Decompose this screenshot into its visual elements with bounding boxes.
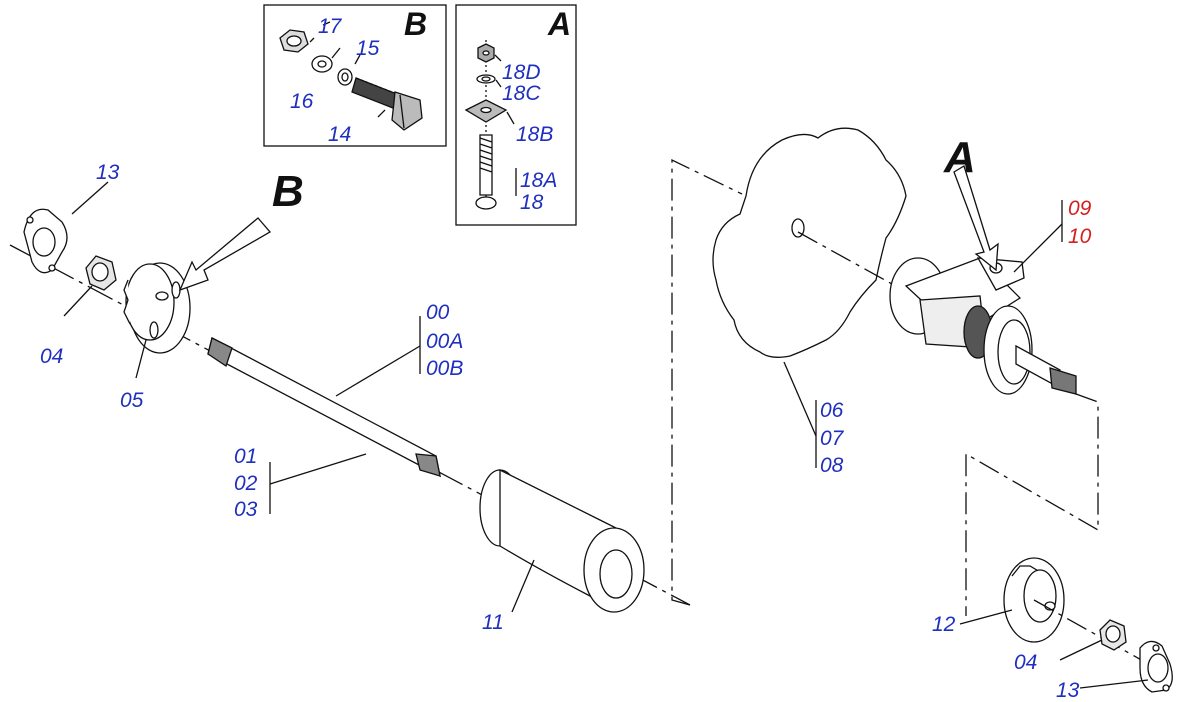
label-03: 03 [234,498,258,521]
label-18B: 18B [516,123,554,146]
label-08: 08 [820,454,844,477]
right-axis-line [797,231,1063,379]
label-13-left: 13 [96,161,120,184]
cut-line-right [965,393,1099,616]
part-00-shaft [207,337,441,478]
part-04-left-nut [85,255,117,291]
label-18: 18 [520,191,544,214]
label-15: 15 [356,37,380,60]
part-11-roller [479,468,645,613]
label-07: 07 [820,427,844,450]
label-00B: 00B [426,357,464,380]
label-05: 05 [120,389,144,412]
inset-b-bolt-14 [351,77,423,131]
part-05-hub [123,262,191,354]
callout-a-letter: A [944,133,976,182]
callout-a-arrow [953,165,999,272]
label-04-right: 04 [1014,651,1038,674]
label-00: 00 [426,301,450,324]
inset-a-letter: A [548,6,572,42]
label-00A: 00A [426,330,464,353]
part-13-right-flange [1139,640,1173,693]
inset-b-frame [263,4,447,147]
label-02: 02 [234,472,258,495]
label-09: 09 [1068,197,1092,220]
label-18A: 18A [520,169,558,192]
part-04-right-nut [1099,619,1127,651]
label-01: 01 [234,445,258,468]
inset-b-washer-15 [337,68,353,86]
label-10: 10 [1068,225,1092,248]
cut-line-left [671,158,743,606]
callout-b-letter: B [272,167,304,216]
inset-a-frame [455,4,577,226]
label-17: 17 [318,15,342,38]
label-16: 16 [290,90,314,113]
label-06: 06 [820,399,844,422]
label-18D: 18D [502,61,541,84]
label-14: 14 [328,123,352,146]
bearing-assembly [889,257,1077,395]
label-18C: 18C [502,82,541,105]
inset-a-bolt-stack [464,40,508,210]
inset-b-washer-16 [311,55,333,73]
part-13-left-flange [23,208,68,274]
label-13-right: 13 [1056,679,1080,702]
label-04-left: 04 [40,345,64,368]
label-11: 11 [482,611,504,634]
callout-b-arrow [178,217,272,292]
part-06-disc [712,127,907,358]
inset-b-letter: B [404,6,428,42]
label-12: 12 [932,613,956,636]
inset-b-nut [279,29,309,53]
